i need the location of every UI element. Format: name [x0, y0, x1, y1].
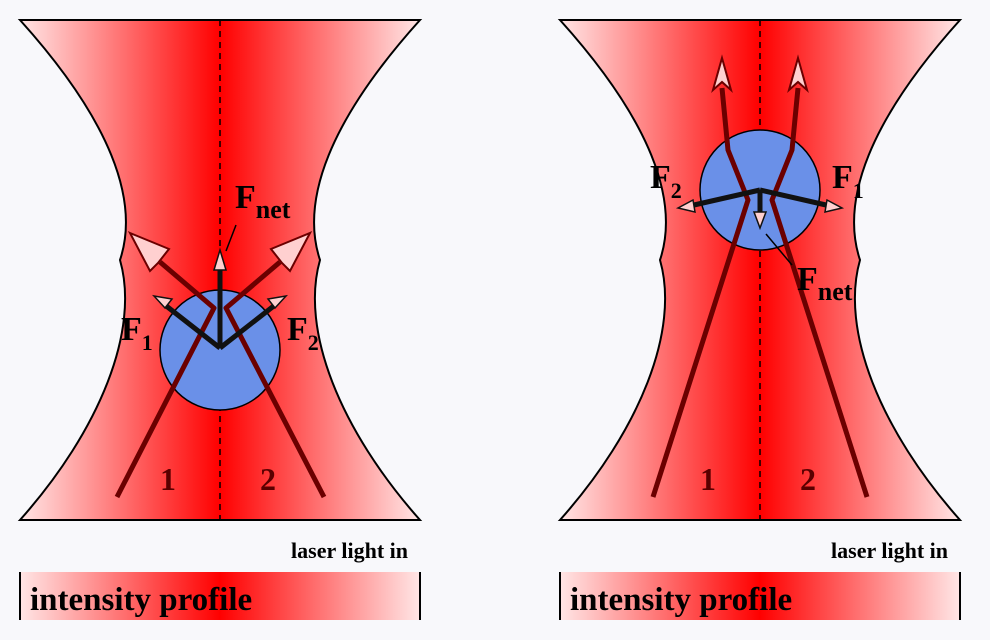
force-f1-left — [163, 303, 222, 350]
label-ray-1-left: 1 — [160, 461, 176, 497]
panel-left: F1 F2 Fnet 1 2 laser light in intensity … — [17, 19, 423, 620]
label-f2-right: F2 — [650, 159, 682, 203]
intensity-bar-left — [20, 572, 420, 620]
label-fnet-left: Fnet — [235, 179, 291, 224]
intensity-profile-label-left: intensity profile — [30, 582, 252, 618]
intensity-bar-right — [560, 572, 960, 620]
label-f1-left: F1 — [121, 311, 153, 355]
ray-1-left — [114, 260, 217, 499]
ray-1-left-arrowhead — [127, 231, 171, 273]
label-ray-1-right: 1 — [700, 461, 716, 497]
label-f1-right: F1 — [832, 159, 864, 203]
label-f2-left: F2 — [287, 311, 319, 355]
ray-2-right-arrowhead — [787, 54, 809, 94]
laser-light-label-right: laser light in — [831, 538, 948, 563]
ray-2-right — [769, 87, 870, 498]
beam-profile-right — [557, 19, 963, 521]
force-f1-left-arrowhead — [151, 294, 174, 310]
force-f2-right — [693, 187, 761, 208]
fnet-leader-left — [225, 224, 237, 252]
panel-right: F2 F1 Fnet 1 2 laser light in intensity … — [557, 19, 963, 620]
fnet-leader-right — [765, 233, 793, 266]
force-f1-right — [759, 187, 827, 208]
label-ray-2-right: 2 — [800, 461, 816, 497]
laser-light-label-left: laser light in — [291, 538, 408, 563]
force-f2-right-arrowhead — [675, 198, 696, 213]
intensity-profile-label-right: intensity profile — [570, 582, 792, 618]
label-ray-2-left: 2 — [260, 461, 276, 497]
force-f1-right-arrowhead — [824, 198, 845, 213]
ray-2-left-arrowhead — [269, 231, 313, 273]
force-f2-left-arrowhead — [266, 294, 289, 310]
force-f2-left — [218, 303, 277, 350]
force-net-left-arrowhead — [212, 247, 228, 271]
force-net-right-arrowhead — [752, 211, 768, 231]
label-fnet-right: Fnet — [797, 261, 853, 306]
ray-2-left — [223, 260, 327, 499]
ray-1-right — [650, 87, 751, 498]
ray-1-right-arrowhead — [711, 54, 733, 94]
